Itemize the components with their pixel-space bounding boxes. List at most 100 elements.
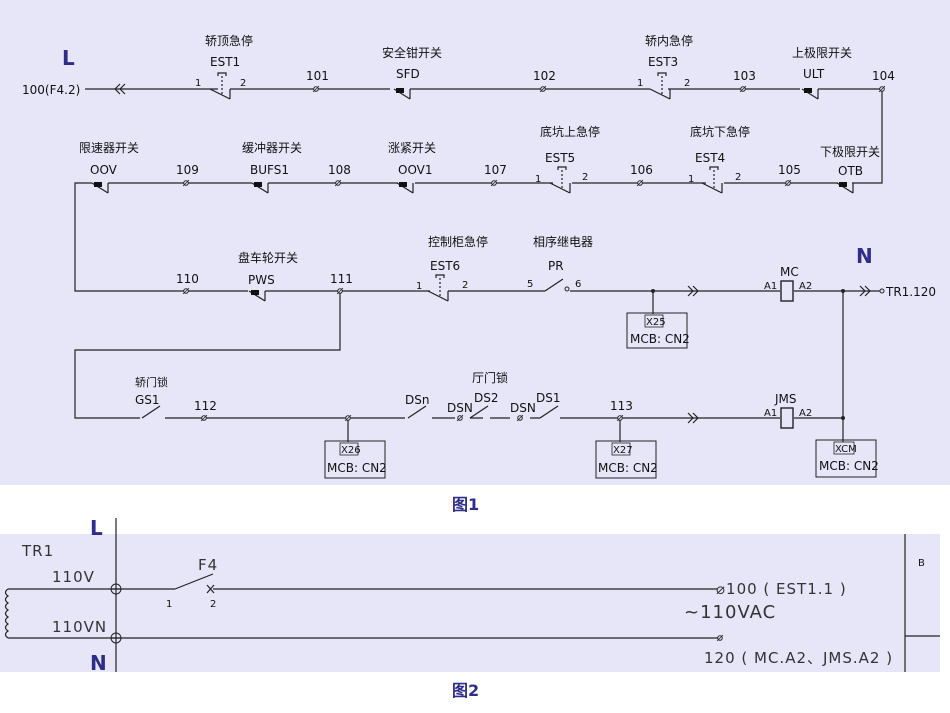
voltage-tap-110v: 110V [52, 568, 95, 586]
switch-sfd: 安全钳开关 SFD [382, 45, 442, 100]
switch-pws: 盘车轮开关 PWS [238, 250, 298, 302]
figure1-panel [0, 0, 950, 485]
svg-text:底坑下急停: 底坑下急停 [690, 124, 750, 139]
output-100-label: ⌀100 ( EST1.1 ) [716, 580, 847, 598]
switch-est4: 底坑下急停 EST4 1 2 [688, 124, 750, 194]
svg-text:控制柜急停: 控制柜急停 [428, 234, 488, 249]
svg-text:6: 6 [575, 279, 581, 290]
svg-text:X27: X27 [613, 445, 633, 456]
svg-text:2: 2 [735, 172, 741, 183]
svg-text:DSN: DSN [510, 401, 536, 415]
figure2-panel [0, 534, 940, 672]
svg-text:5: 5 [527, 279, 533, 290]
svg-text:PR: PR [548, 259, 564, 273]
svg-text:缓冲器开关: 缓冲器开关 [242, 140, 302, 155]
svg-text:底坑上急停: 底坑上急停 [540, 124, 600, 139]
svg-text:OOV: OOV [90, 163, 118, 177]
svg-text:108: 108 [328, 163, 351, 177]
switch-gs1: 轿门锁 GS1 [135, 375, 168, 419]
svg-text:上极限开关: 上极限开关 [792, 46, 852, 60]
figure2-caption: 图2 [452, 681, 479, 700]
svg-text:BUFS1: BUFS1 [250, 163, 289, 177]
svg-text:轿内急停: 轿内急停 [645, 33, 693, 48]
svg-text:MC: MC [780, 265, 799, 279]
svg-text:相序继电器: 相序继电器 [533, 234, 593, 249]
svg-text:107: 107 [484, 163, 507, 177]
svg-text:109: 109 [176, 163, 199, 177]
figure2-frame: B [904, 534, 940, 672]
svg-text:101: 101 [306, 69, 329, 83]
source-label: 100(F4.2) [22, 83, 80, 97]
svg-text:OTB: OTB [838, 164, 863, 178]
supply-voltage-label: ~110VAC [684, 602, 776, 623]
switch-est5: 底坑上急停 EST5 1 2 [535, 124, 600, 194]
svg-text:110: 110 [176, 272, 199, 286]
phase-N-label: N [856, 244, 873, 268]
svg-text:MCB: CN2: MCB: CN2 [630, 332, 690, 346]
svg-text:2: 2 [582, 172, 588, 183]
phase-L-label: L [62, 46, 75, 70]
fig2-phase-N: N [90, 651, 107, 675]
switch-ult: 上极限开关 ULT [792, 46, 852, 100]
svg-text:DSN: DSN [447, 401, 473, 415]
svg-text:B: B [918, 558, 925, 569]
svg-text:SFD: SFD [396, 67, 420, 81]
fig2-phase-L: L [90, 516, 103, 540]
tr-ref-label: TR1.120 [885, 285, 936, 299]
svg-text:X25: X25 [646, 317, 666, 328]
voltage-tap-110vn: 110VN [52, 618, 107, 636]
svg-text:102: 102 [533, 69, 556, 83]
svg-text:EST6: EST6 [430, 259, 460, 273]
switch-dsn: DSn [405, 393, 429, 419]
svg-text:EST3: EST3 [648, 55, 678, 69]
svg-text:F4: F4 [198, 556, 218, 574]
switch-bufs1: 缓冲器开关 BUFS1 [242, 140, 302, 194]
connector-box-xcm: XCM MCB: CN2 [815, 439, 879, 478]
svg-text:JMS: JMS [774, 392, 797, 406]
svg-text:112: 112 [194, 399, 217, 413]
svg-text:盘车轮开关: 盘车轮开关 [238, 250, 298, 265]
svg-text:EST1: EST1 [210, 55, 240, 69]
switch-oov: 限速器开关 OOV [79, 141, 139, 194]
svg-text:GS1: GS1 [135, 393, 160, 407]
svg-text:XCM: XCM [835, 444, 857, 455]
svg-text:轿顶急停: 轿顶急停 [205, 33, 253, 48]
svg-text:PWS: PWS [248, 273, 275, 287]
svg-text:安全钳开关: 安全钳开关 [382, 45, 442, 60]
svg-text:113: 113 [610, 399, 633, 413]
svg-text:A1: A1 [764, 281, 777, 292]
relay-pr-contact: 相序继电器 PR 5 6 [527, 234, 593, 292]
svg-text:MCB: CN2: MCB: CN2 [819, 459, 879, 473]
svg-text:ULT: ULT [803, 67, 825, 81]
svg-text:1: 1 [535, 174, 541, 185]
svg-text:EST5: EST5 [545, 151, 575, 165]
svg-text:1: 1 [637, 78, 643, 89]
svg-text:DS2: DS2 [474, 391, 499, 405]
hall-lock-label: 厅门锁 [472, 370, 508, 385]
transformer-label: TR1 [21, 542, 54, 560]
svg-text:A1: A1 [764, 408, 777, 419]
svg-text:1: 1 [166, 599, 172, 610]
output-120-label: 120 ( MC.A2、JMS.A2 ) [704, 649, 893, 667]
svg-text:DS1: DS1 [536, 391, 561, 405]
svg-text:1: 1 [688, 174, 694, 185]
svg-text:A2: A2 [799, 281, 812, 292]
svg-text:EST4: EST4 [695, 151, 725, 165]
svg-text:MCB: CN2: MCB: CN2 [598, 461, 658, 475]
svg-text:限速器开关: 限速器开关 [79, 141, 139, 155]
svg-text:轿门锁: 轿门锁 [135, 375, 168, 389]
svg-text:OOV1: OOV1 [398, 163, 433, 177]
svg-text:1: 1 [195, 78, 201, 89]
svg-text:2: 2 [462, 280, 468, 291]
